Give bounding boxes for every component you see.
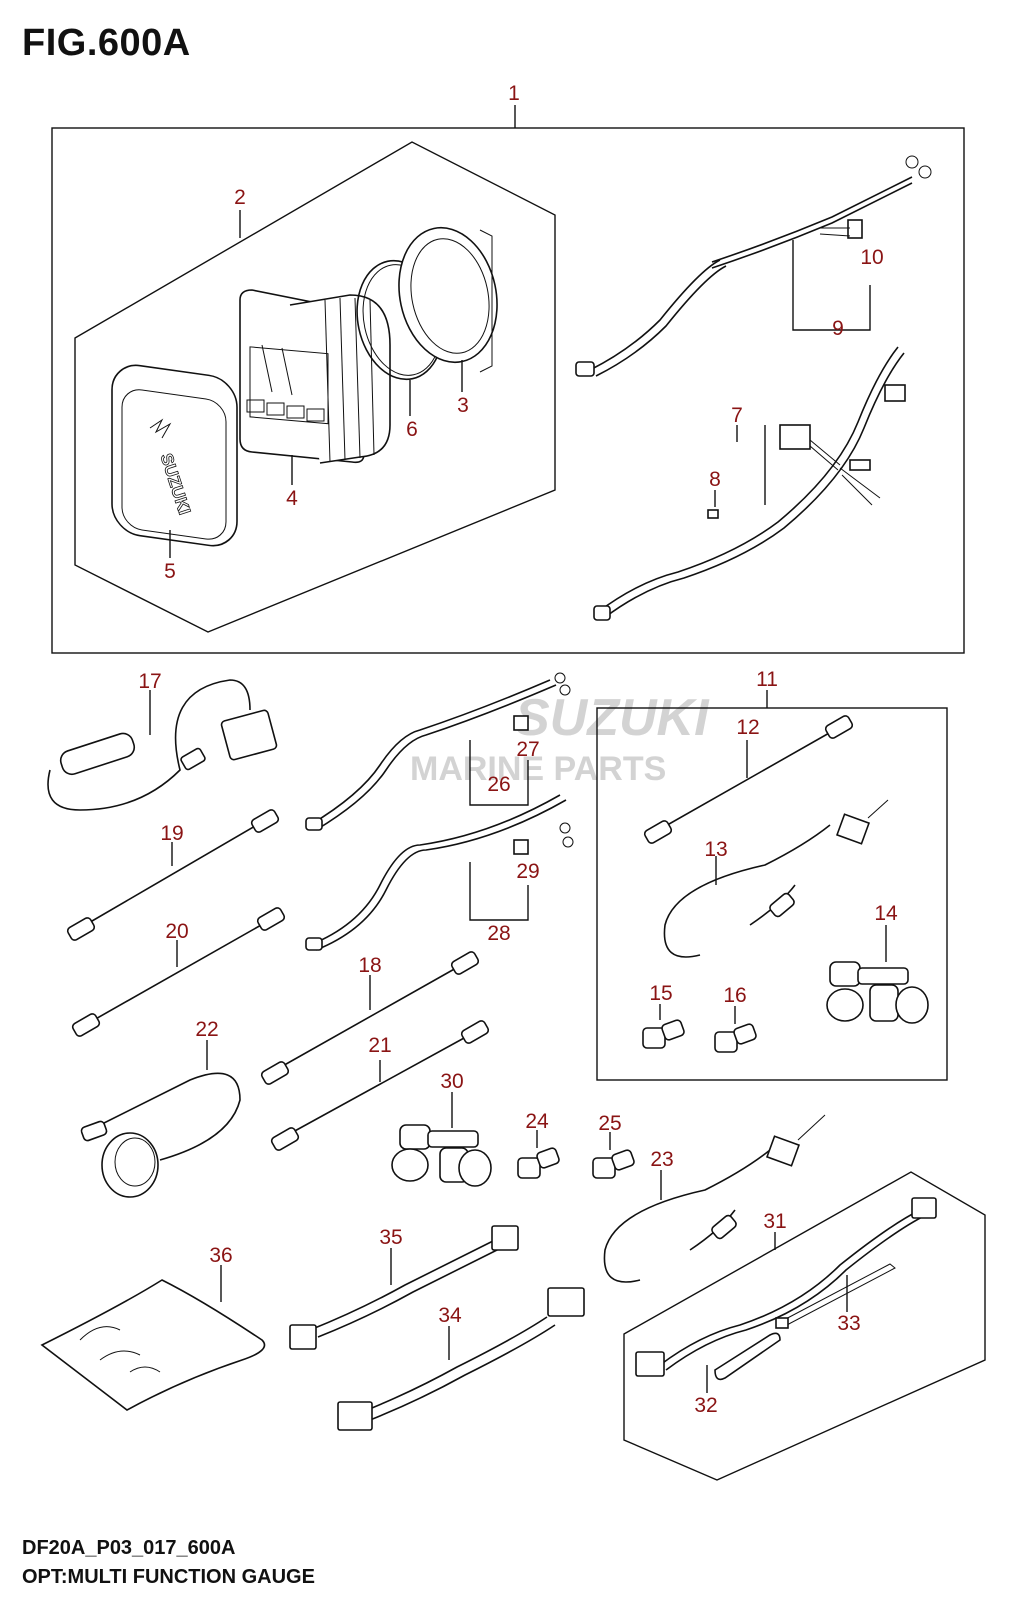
sensor-cable-part-17 <box>47 679 278 811</box>
callout-17: 17 <box>138 670 161 693</box>
callout-29: 29 <box>516 860 539 883</box>
subkit-box-2 <box>74 141 556 633</box>
gauge-body-part-4 <box>239 289 391 485</box>
suzuki-s-logo-icon <box>149 418 172 439</box>
callout-20: 20 <box>165 920 188 943</box>
terminator-part-16 <box>714 1006 757 1053</box>
callout-21: 21 <box>368 1034 391 1057</box>
callout-18: 18 <box>358 954 381 977</box>
callout-13: 13 <box>704 838 727 861</box>
extension-harness-part-35 <box>289 1225 519 1350</box>
callout-19: 19 <box>160 822 183 845</box>
callout-2: 2 <box>234 186 246 209</box>
terminator-part-25 <box>592 1132 635 1179</box>
callout-36: 36 <box>209 1244 232 1267</box>
power-cable-part-28 <box>305 794 574 951</box>
terminator-part-15 <box>642 1004 685 1049</box>
tee-connector-part-30 <box>391 1092 492 1187</box>
figure-code: DF20A_P03_017_600A <box>22 1537 236 1559</box>
harness-part-31 <box>635 1197 937 1377</box>
callout-12: 12 <box>736 716 759 739</box>
backbone-cable-part-21 <box>270 1020 490 1151</box>
parts-bag-part-36 <box>40 1265 266 1411</box>
cable-tie-part-33 <box>775 1263 896 1329</box>
sensor-puck-part-22 <box>80 1040 241 1198</box>
power-cable-part-23 <box>603 1114 826 1283</box>
callout-26: 26 <box>487 773 510 796</box>
cable-tie-part-32 <box>706 1332 781 1393</box>
callout-35: 35 <box>379 1226 402 1249</box>
tee-connector-part-14 <box>826 925 929 1024</box>
callout-22: 22 <box>195 1018 218 1041</box>
callout-3: 3 <box>457 394 469 417</box>
callout-28: 28 <box>487 922 510 945</box>
watermark: SUZUKI MARINE PARTS <box>410 689 710 788</box>
callout-4: 4 <box>286 487 298 510</box>
backbone-cable-part-19 <box>66 809 280 941</box>
power-cable-part-26 <box>305 672 571 831</box>
backbone-cable-part-12 <box>643 715 854 844</box>
callout-10: 10 <box>860 246 883 269</box>
callout-32: 32 <box>694 1394 717 1417</box>
watermark-brand: SUZUKI <box>515 689 710 747</box>
callout-24: 24 <box>525 1110 549 1133</box>
callout-27: 27 <box>516 738 539 761</box>
power-cable-part-13 <box>663 799 889 958</box>
callout-15: 15 <box>649 982 672 1005</box>
callout-labels: 1 2 3 4 5 6 7 8 9 10 11 12 13 14 15 16 1… <box>138 82 898 1417</box>
kit-box-31 <box>623 1171 986 1481</box>
watermark-subtitle: MARINE PARTS <box>410 750 666 788</box>
screw-part-8 <box>707 509 719 519</box>
callout-8: 8 <box>709 468 721 491</box>
bezel-cover-part-5: SUZUKI <box>111 364 238 558</box>
callout-9: 9 <box>832 317 844 340</box>
callout-6: 6 <box>406 418 418 441</box>
power-cable-part-9 <box>575 155 932 377</box>
callout-30: 30 <box>440 1070 463 1093</box>
figure-name: OPT:MULTI FUNCTION GAUGE <box>22 1566 315 1588</box>
harness-part-7 <box>593 346 906 621</box>
nut-ring-part-3 <box>398 226 498 392</box>
terminator-part-24 <box>517 1130 560 1179</box>
backbone-cable-part-18 <box>260 951 480 1085</box>
figure-title: FIG.600A <box>22 22 191 64</box>
callout-1: 1 <box>508 82 520 105</box>
callout-14: 14 <box>874 902 898 925</box>
callout-23: 23 <box>650 1148 673 1171</box>
callout-11: 11 <box>756 668 778 691</box>
callout-7: 7 <box>731 404 743 427</box>
callout-16: 16 <box>723 984 746 1007</box>
backbone-cable-part-20 <box>71 907 286 1037</box>
kit-box-1 <box>51 105 965 654</box>
callout-33: 33 <box>837 1312 860 1335</box>
callout-31: 31 <box>763 1210 786 1233</box>
kit-box-11 <box>596 690 948 1081</box>
callout-25: 25 <box>598 1112 621 1135</box>
callout-34: 34 <box>438 1304 462 1327</box>
callout-5: 5 <box>164 560 176 583</box>
extension-harness-part-34 <box>337 1287 585 1431</box>
